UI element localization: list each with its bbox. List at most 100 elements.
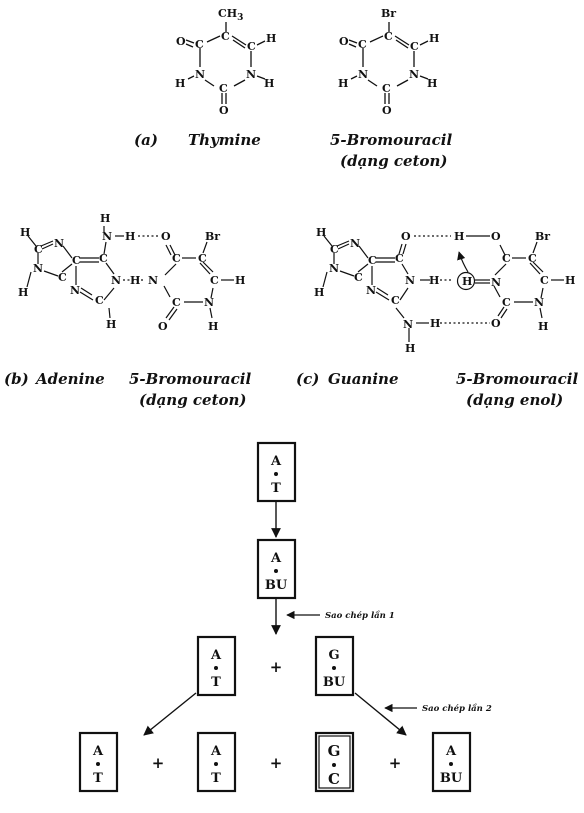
atom: C — [528, 252, 537, 265]
base-top: A — [210, 648, 222, 663]
atom: C — [172, 252, 181, 265]
base-top: G — [328, 648, 339, 663]
atom: O — [158, 320, 168, 333]
atom: H — [338, 77, 348, 90]
atom: O — [491, 230, 501, 243]
atom: C — [95, 294, 104, 307]
base-bottom: T — [93, 771, 103, 786]
atom: N — [246, 68, 256, 81]
caption-bromouracil-b: 5-Bromouracil — [129, 370, 251, 388]
atom: C — [382, 82, 391, 95]
atom: N — [148, 274, 158, 287]
atom: N — [329, 262, 339, 275]
atom: H — [20, 226, 30, 239]
replication-2-label: Sao chép lần 2 — [422, 703, 492, 714]
guanine-bromouracil-atoms: H C N N H C C C O N N C N H H H H H O C … — [314, 226, 575, 355]
thymine-atoms: CH3 C C C N N C O H H H O — [175, 7, 276, 117]
atom: H — [427, 77, 437, 90]
adenine-bromouracil-pair — [26, 226, 234, 321]
atom: N — [33, 262, 43, 275]
base-top: A — [210, 744, 222, 759]
atom: C — [395, 252, 404, 265]
atom: C — [502, 252, 511, 265]
methyl-label: CH3 — [218, 7, 243, 23]
atom: H — [130, 274, 140, 287]
atom: C — [391, 294, 400, 307]
pair-box-a-t-original: A T — [256, 441, 297, 503]
circled-hydrogen: H — [462, 275, 472, 288]
base-bottom: BU — [440, 771, 463, 786]
atom: H — [266, 32, 276, 45]
methyl-subscript: 3 — [237, 13, 243, 23]
atom: N — [403, 318, 413, 331]
atom: O — [491, 317, 501, 330]
atom: H — [316, 226, 326, 239]
atom: C — [195, 38, 204, 51]
pair-box-a-t-gen1: A T — [196, 635, 237, 697]
atom: C — [330, 243, 339, 256]
atom: H — [125, 230, 135, 243]
atom: C — [354, 271, 363, 284]
atom: N — [358, 68, 368, 81]
atom: H — [175, 77, 185, 90]
atom: N — [195, 68, 205, 81]
base-bottom: C — [328, 770, 340, 788]
atom: O — [176, 35, 186, 48]
atom: O — [401, 230, 411, 243]
pair-box-g-c: G C — [314, 731, 355, 793]
caption-thymine: Thymine — [188, 131, 261, 149]
arrow-diagonal-right — [354, 692, 407, 736]
caption-b-label: (b) — [4, 370, 29, 388]
plus-sign: + — [270, 754, 283, 772]
thymine-structure — [185, 22, 266, 104]
atom: O — [339, 35, 349, 48]
atom: H — [314, 286, 324, 299]
atom: H — [235, 274, 245, 287]
base-top: A — [270, 454, 282, 469]
atom: N — [54, 237, 64, 250]
atom: H — [208, 320, 218, 333]
atom: N — [409, 68, 419, 81]
atom: H — [565, 274, 575, 287]
pair-box-a-bu: A BU — [256, 538, 297, 600]
base-bottom: BU — [265, 578, 288, 593]
atom: H — [430, 317, 440, 330]
pair-box-a-t-gen2-left: A T — [78, 731, 119, 793]
atom: Br — [535, 230, 550, 243]
atom: C — [502, 296, 511, 309]
caption-bromouracil-c: 5-Bromouracil — [456, 370, 578, 388]
atom: C — [247, 40, 256, 53]
atom: N — [111, 274, 121, 287]
base-top: A — [270, 551, 282, 566]
atom: O — [382, 104, 392, 117]
atom: H — [100, 212, 110, 225]
replication-flowchart: A T A BU Sao chép lần 1 A T + G BU — [78, 441, 492, 793]
caption-c-label: (c) — [296, 370, 319, 388]
atom: H — [429, 32, 439, 45]
atom: N — [204, 296, 214, 309]
atom: H — [264, 77, 274, 90]
pair-box-a-bu-gen2: A BU — [431, 731, 472, 793]
arrow-diagonal-left — [143, 692, 197, 736]
atom: O — [219, 104, 229, 117]
atom: N — [350, 237, 360, 250]
atom: H — [18, 286, 28, 299]
caption-adenine: Adenine — [34, 370, 105, 388]
atom: C — [358, 38, 367, 51]
bromouracil-keto-atoms-a: Br C C C N N C O H H H O — [338, 7, 439, 117]
base-top: G — [328, 742, 341, 760]
atom: C — [368, 254, 377, 267]
plus-sign: + — [389, 754, 402, 772]
atom: C — [410, 40, 419, 53]
atom: H — [538, 320, 548, 333]
base-top: A — [92, 744, 104, 759]
caption-bromouracil-c-form: (dạng enol) — [466, 391, 563, 409]
atom: N — [70, 284, 80, 297]
atom: C — [221, 30, 230, 43]
base-bottom: T — [211, 675, 221, 690]
caption-bromouracil-a-form: (dạng ceton) — [340, 152, 448, 170]
base-bottom: T — [211, 771, 221, 786]
atom: C — [540, 274, 549, 287]
atom: O — [161, 230, 171, 243]
